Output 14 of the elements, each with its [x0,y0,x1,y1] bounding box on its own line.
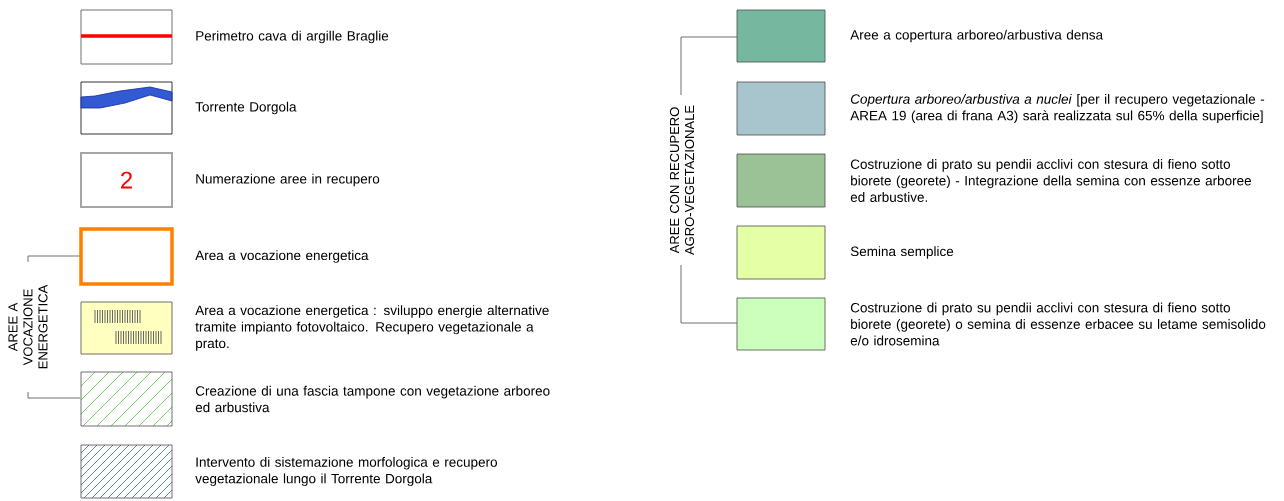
legend-text: Costruzione di prato su pendii acclivi con stesura di fieno sotto biorete (georete) - Integrazione della semina con essenze arboree ed arbustive. [850,159,1251,202]
legend-text: Creazione di una fascia tampone con vegetazione arboreo ed arbustiva [195,385,550,413]
group-label: AREE CON RECUPERO AGRO-VEGETAZIONALE [669,105,695,255]
legend-text: Semina semplice [850,246,954,259]
group-label: AREE A VOCAZIONE ENERGETICA [8,284,48,369]
legend-text: Numerazione aree in recupero [196,173,380,187]
legend-text: Perimetro cava di argille Braglie [196,30,389,44]
legend-text: Area a vocazione energetica [195,250,369,263]
legend-text: Copertura arboreo/arbustiva a nuclei [per il recupero vegetazionale - AREA 19 (area di frana A3) sarà realizzata sul 65% della superficie] [850,93,1265,124]
legend-text: Aree a copertura arboreo/arbustiva densa [850,29,1104,43]
legend-text: Intervento di sistemazione morfologica e recupero vegetazionale lungo il Torrente Dorgola [195,456,497,487]
legend-text: Costruzione di prato su pendii acclivi con stesura di fieno sotto biorete (georete) o semina di essenze erbacee su letame semisolido e/o idrosemina [850,302,1266,346]
legend-text: Torrente Dorgola [195,101,297,115]
legend-text: Area a vocazione energetica : sviluppo energie alternative tramite impianto fotovoltaico. Recupero vegetazionale a prato. [195,305,549,351]
